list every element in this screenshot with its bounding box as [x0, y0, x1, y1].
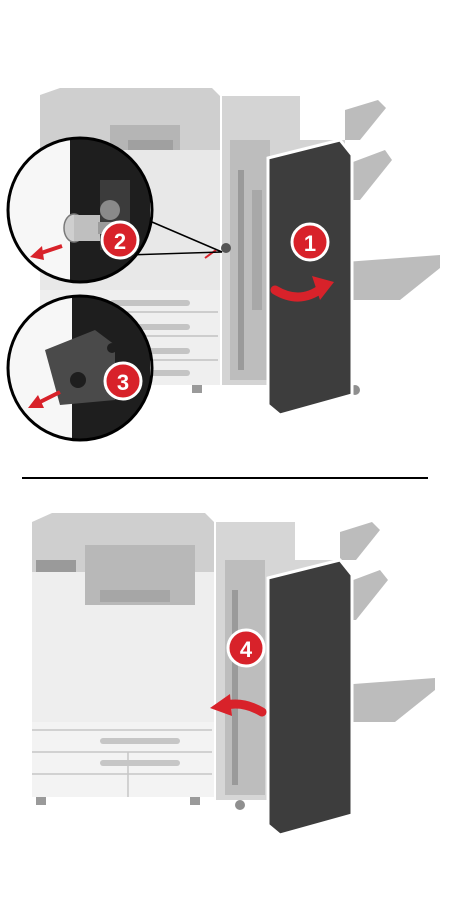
- finisher-door-closing: [266, 558, 354, 837]
- zoom-callout-bracket: [6, 294, 154, 442]
- step-badge-3: 3: [103, 361, 143, 401]
- top-panel: 1 2 3: [6, 88, 440, 442]
- svg-text:4: 4: [240, 637, 253, 662]
- svg-text:2: 2: [114, 229, 126, 254]
- step-badge-4: 4: [226, 628, 266, 668]
- step-badge-2: 2: [100, 220, 140, 260]
- svg-text:3: 3: [117, 370, 129, 395]
- bottom-panel: 4: [32, 513, 435, 837]
- svg-text:1: 1: [304, 231, 316, 256]
- finisher-door-open: [266, 138, 354, 417]
- printer-trays-bottom: [32, 722, 214, 805]
- printer-illustration-bottom: [32, 513, 214, 805]
- step-badge-1: 1: [290, 222, 330, 262]
